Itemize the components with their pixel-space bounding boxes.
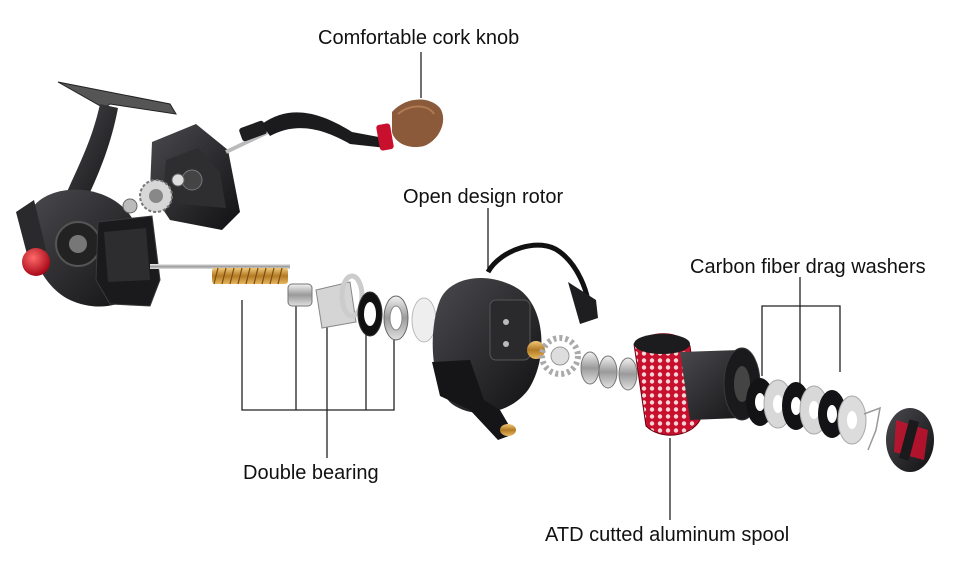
bearing-group <box>288 276 436 342</box>
label-spool: ATD cutted aluminum spool <box>545 523 789 547</box>
drag-washers <box>746 378 880 450</box>
spool <box>634 334 760 435</box>
main-shaft <box>150 264 290 284</box>
side-cover <box>150 124 240 230</box>
label-drag-washers: Carbon fiber drag washers <box>690 255 926 279</box>
label-double-bearing: Double bearing <box>243 461 379 485</box>
drag-knob <box>886 408 934 472</box>
leader-drag-washers <box>762 306 840 386</box>
pinion-bearings <box>527 338 637 390</box>
label-rotor: Open design rotor <box>403 185 563 209</box>
label-cork-knob: Comfortable cork knob <box>318 26 519 50</box>
crank-handle <box>226 99 443 152</box>
